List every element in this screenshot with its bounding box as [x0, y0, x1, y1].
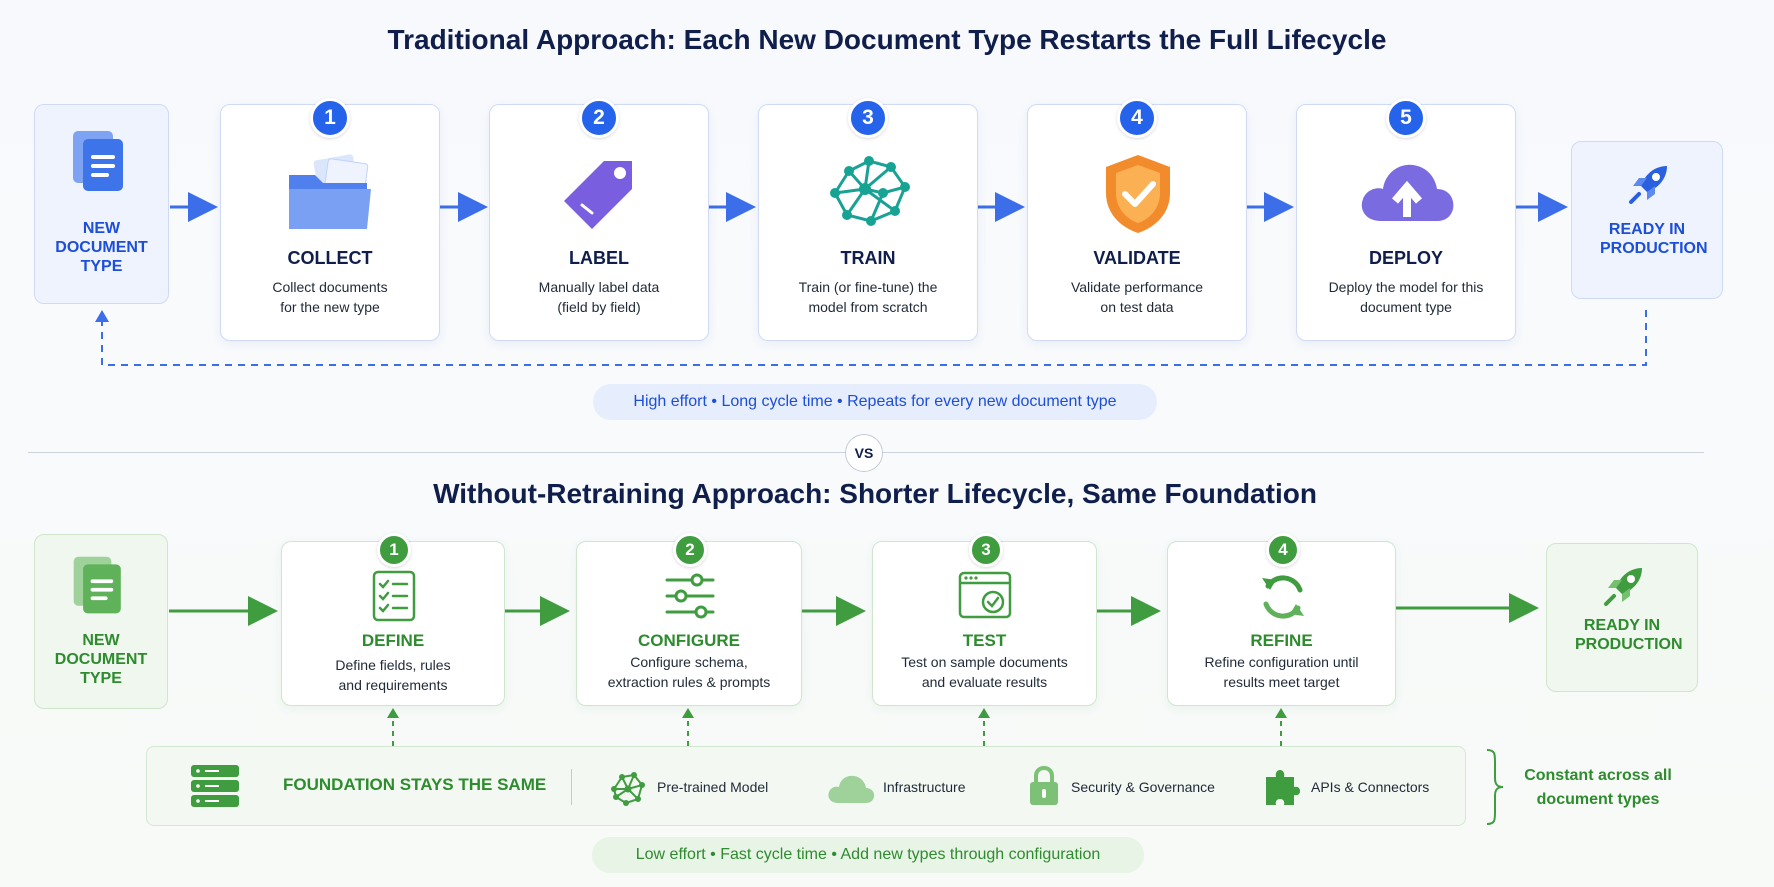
traditional-end-card: READY IN PRODUCTION: [1571, 141, 1723, 299]
foundation-brace: [1486, 749, 1504, 825]
shield-check-icon: [1106, 155, 1170, 233]
start-label: NEW DOCUMENT TYPE: [55, 220, 148, 275]
rocket-icon: [1604, 568, 1642, 606]
step-label: LABEL: [569, 248, 629, 268]
foundation-item-label: Infrastructure: [883, 779, 966, 795]
traditional-start-card: NEW DOCUMENT TYPE: [34, 104, 169, 304]
puzzle-icon: [1266, 770, 1300, 805]
vs-badge: VS: [845, 434, 883, 472]
traditional-title: Traditional Approach: Each New Document …: [387, 24, 1387, 55]
step-description: Deploy the model for this document type: [1328, 279, 1484, 315]
step-label: TRAIN: [840, 248, 896, 268]
checklist-icon: [372, 570, 416, 622]
step-label: CONFIGURE: [638, 631, 740, 650]
step-description: Test on sample documents and evaluate re…: [901, 654, 1068, 690]
end-label: READY IN PRODUCTION: [1575, 617, 1683, 653]
lock-icon: [1030, 765, 1058, 805]
foundation-title: FOUNDATION STAYS THE SAME: [283, 775, 547, 794]
step-description: Configure schema, extraction rules & pro…: [607, 654, 771, 690]
foundation-divider: [571, 769, 572, 805]
refresh-icon: [1262, 575, 1304, 619]
step-card-refine: 4 REFINE Refine configuration until resu…: [1167, 533, 1396, 706]
step-label: TEST: [962, 631, 1007, 650]
brain-icon: [611, 772, 645, 806]
step-card-collect: 1 COLLECT Collect documents for the new …: [220, 98, 440, 341]
cloud-upload-icon: [1361, 164, 1454, 221]
step-description: Refine configuration until results meet …: [1204, 654, 1359, 690]
step-description: Define fields, rules and requirements: [335, 657, 451, 693]
step-number-badge: 5: [1386, 98, 1426, 138]
step-card-train: 3 TRAIN Train (or fine-tune) the model f…: [758, 98, 978, 341]
step-number-badge: 1: [377, 533, 411, 567]
traditional-summary: High effort • Long cycle time • Repeats …: [593, 384, 1157, 420]
foundation-item-label: Security & Governance: [1071, 779, 1215, 795]
step-card-deploy: 5 DEPLOY Deploy the model for this docum…: [1296, 98, 1516, 341]
step-label: DEPLOY: [1368, 248, 1443, 268]
sliders-icon: [665, 573, 715, 619]
step-description: Collect documents for the new type: [272, 279, 388, 315]
step-card-validate: 4 VALIDATE Validate performance on test …: [1027, 98, 1247, 341]
retraining-title: Without-Retraining Approach: Shorter Lif…: [433, 478, 1317, 509]
documents-icon: [73, 131, 123, 191]
neural-brain-icon: [830, 156, 910, 226]
end-label: READY IN PRODUCTION: [1600, 221, 1708, 257]
step-number-badge: 1: [310, 98, 350, 138]
step-number-badge: 4: [1117, 98, 1157, 138]
retraining-start-card: NEW DOCUMENT TYPE: [34, 534, 168, 709]
retraining-end-card: READY IN PRODUCTION: [1546, 543, 1698, 692]
step-number-badge: 2: [673, 533, 707, 567]
step-number-badge: 4: [1266, 533, 1300, 567]
cloud-icon: [828, 775, 875, 803]
step-description: Train (or fine-tune) the model from scra…: [798, 279, 938, 315]
documents-icon: [73, 556, 121, 614]
step-description: Validate performance on test data: [1070, 279, 1204, 315]
start-label: NEW DOCUMENT TYPE: [54, 632, 148, 687]
constant-note: Constant across all document types: [1524, 767, 1672, 808]
step-label: REFINE: [1250, 631, 1313, 650]
step-number-badge: 3: [848, 98, 888, 138]
tag-icon: [564, 161, 632, 229]
rocket-icon: [1629, 166, 1667, 204]
step-card-configure: 2 CONFIGURE Configure schema, extraction…: [576, 533, 802, 706]
foundation-support-arrow: [392, 716, 1282, 746]
folder-icon: [289, 154, 371, 229]
foundation-item-label: Pre-trained Model: [657, 779, 769, 795]
step-card-test: 3 TEST Test on sample documents and eval…: [872, 533, 1097, 706]
step-description: Manually label data (field by field): [538, 279, 660, 315]
step-card-define: 1 DEFINE Define fields, rules and requir…: [281, 533, 505, 706]
browser-check-icon: [958, 571, 1012, 619]
foundation-item-label: APIs & Connectors: [1311, 779, 1430, 795]
step-number-badge: 3: [969, 533, 1003, 567]
retraining-summary: Low effort • Fast cycle time • Add new t…: [592, 837, 1144, 873]
foundation-bar: FOUNDATION STAYS THE SAME Pre-trained Mo…: [146, 746, 1466, 826]
step-label: VALIDATE: [1093, 248, 1181, 268]
step-card-label: 2 LABEL Manually label data (field by fi…: [489, 98, 709, 341]
server-stack-icon: [191, 765, 239, 807]
step-number-badge: 2: [579, 98, 619, 138]
step-label: DEFINE: [361, 631, 425, 650]
step-label: COLLECT: [287, 248, 373, 268]
